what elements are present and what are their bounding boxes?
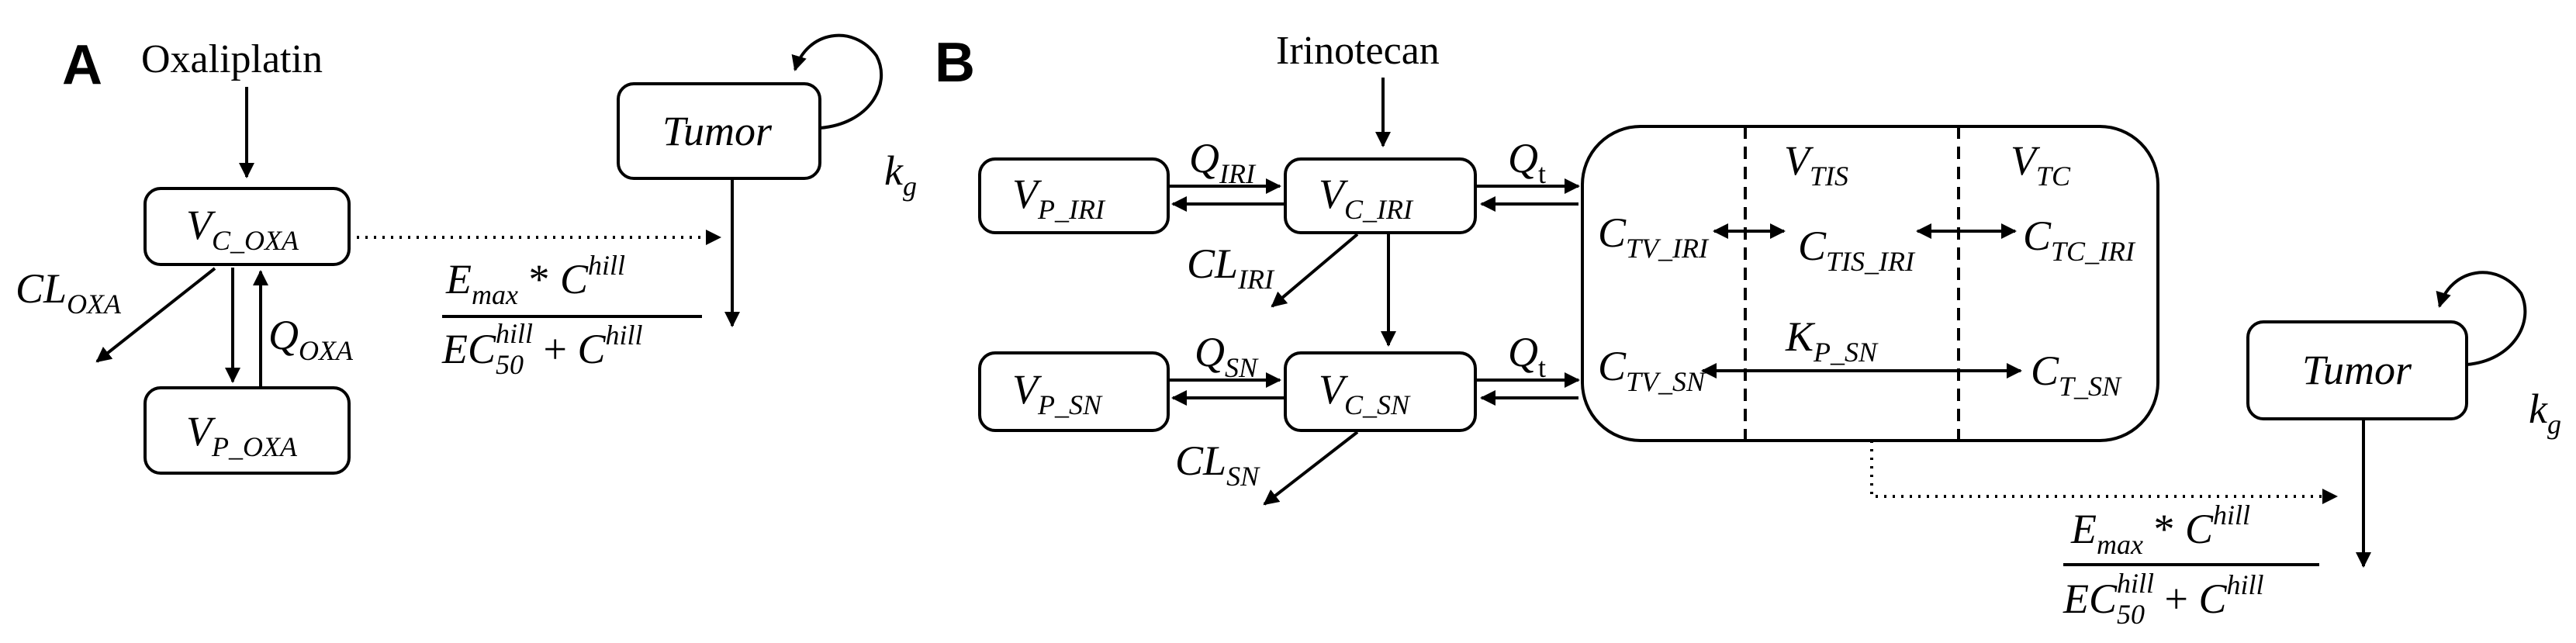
peripheral-sn-label: VP_SN bbox=[1012, 366, 1103, 420]
q-iri-label: QIRI bbox=[1189, 135, 1257, 189]
emax-formula-b: Emax * Chill EC50hill + Chill bbox=[2063, 500, 2319, 630]
peripheral-compartment-oxa-label: VP_OXA bbox=[186, 408, 298, 462]
k-p-sn-label: KP_SN bbox=[1785, 313, 1879, 368]
peripheral-iri-label: VP_IRI bbox=[1012, 171, 1106, 225]
emax-a-denominator: EC50hill + Chill bbox=[441, 318, 643, 380]
peripheral-compartment-oxa bbox=[143, 386, 351, 475]
oxaliplatin-label: Oxaliplatin bbox=[141, 37, 323, 81]
kg-b-label: kg bbox=[2529, 385, 2561, 440]
peripheral-compartment-sn bbox=[978, 351, 1170, 432]
c-tv-iri-label: CTV_IRI bbox=[1598, 209, 1710, 264]
irinotecan-label: Irinotecan bbox=[1276, 29, 1440, 73]
c-tc-iri-label: CTC_IRI bbox=[2023, 213, 2136, 267]
cl-iri-label: CLIRI bbox=[1187, 240, 1275, 295]
emax-formula-a: Emax * Chill EC50hill + Chill bbox=[441, 250, 702, 380]
sn-clearance-arrow bbox=[1263, 430, 1359, 506]
sn-drug-effect-dotted-arrow bbox=[1870, 441, 2338, 504]
central-compartment-oxa bbox=[143, 187, 351, 266]
panel-label-a: A bbox=[62, 34, 102, 96]
q-sn-label: QSN bbox=[1195, 329, 1259, 383]
v-tis-label: VTIS bbox=[1784, 137, 1848, 192]
tumor-compartment-b bbox=[2246, 320, 2468, 420]
c-tv-sn-label: CTV_SN bbox=[1598, 343, 1706, 397]
central-iri-label: VC_IRI bbox=[1319, 171, 1414, 225]
central-sn-label: VC_SN bbox=[1319, 366, 1411, 420]
iri-clearance-arrow bbox=[1271, 233, 1359, 308]
cl-sn-label: CLSN bbox=[1175, 437, 1260, 492]
tumor-b-label: Tumor bbox=[2302, 347, 2412, 393]
cl-oxa-label: CLOXA bbox=[16, 265, 122, 320]
panel-label-b: B bbox=[935, 32, 975, 94]
emax-b-numerator: Emax * Chill bbox=[2070, 500, 2250, 560]
tumor-a-label: Tumor bbox=[662, 108, 773, 154]
tumor-growth-loop-a bbox=[791, 33, 883, 130]
tumor-compartment-a bbox=[617, 82, 821, 180]
q-oxa-label: QOXA bbox=[268, 312, 354, 366]
c-tis-iri-label: CTIS_IRI bbox=[1798, 223, 1916, 277]
oxa-clearance-arrow bbox=[95, 267, 216, 363]
central-compartment-iri bbox=[1284, 157, 1477, 234]
central-compartment-oxa-label: VC_OXA bbox=[186, 202, 299, 256]
kg-a-label: kg bbox=[884, 147, 917, 202]
qt-iri-label: Qt bbox=[1508, 135, 1546, 189]
emax-a-numerator: Emax * Chill bbox=[445, 250, 625, 310]
peripheral-compartment-iri bbox=[978, 157, 1170, 234]
qt-sn-label: Qt bbox=[1508, 329, 1546, 383]
v-tc-label: VTC bbox=[2011, 137, 2071, 192]
central-compartment-sn bbox=[1284, 351, 1477, 432]
c-t-sn-label: CT_SN bbox=[2031, 347, 2122, 402]
tumor-growth-loop-b bbox=[2436, 271, 2527, 366]
emax-b-denominator: EC50hill + Chill bbox=[2063, 568, 2264, 630]
